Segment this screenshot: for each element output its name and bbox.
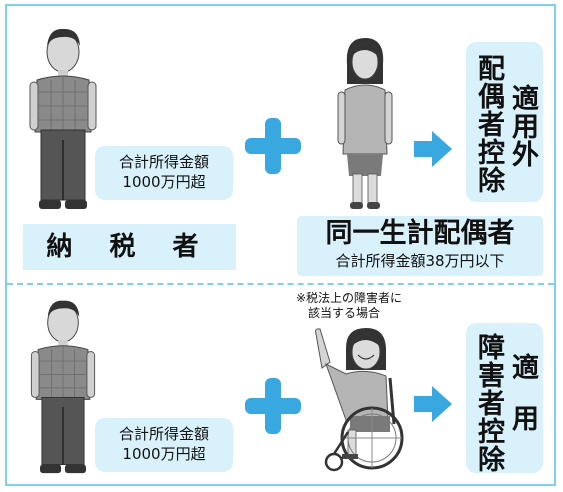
- result-top-col2: 適用外: [507, 84, 538, 168]
- wheelchair-spouse-illustration: [315, 328, 404, 472]
- spouse-label-title: 同一生計配偶者: [325, 218, 515, 249]
- spouse-label-subtitle: 合計所得金額38万円以下: [335, 252, 505, 270]
- plus-icon-bottom: [245, 378, 301, 434]
- disability-note-line1: ※税法上の障害者に: [296, 291, 403, 305]
- arrow-right-icon-top: [414, 131, 452, 167]
- taxpayer-man-illustration-bottom: [30, 300, 96, 474]
- taxpayer-man-illustration-top: [29, 28, 97, 209]
- result-bottom-col2: 適用: [507, 353, 538, 455]
- income-box-top: 合計所得金額 1000万円超: [95, 146, 233, 200]
- disability-note: ※税法上の障害者に 該当する場合: [296, 291, 436, 321]
- spouse-woman-illustration: [337, 38, 393, 209]
- result-bottom-col1: 障害者控除: [473, 333, 504, 473]
- income-amount-top: 1000万円超: [122, 173, 206, 191]
- result-box-top: 配偶者控除 適用外: [466, 42, 543, 202]
- result-box-bottom: 障害者控除 適用: [466, 323, 543, 473]
- income-label-bottom: 合計所得金額: [118, 425, 209, 443]
- section-divider: [7, 283, 554, 285]
- taxpayer-label: 納 税 者: [23, 224, 236, 270]
- spouse-label-box: 同一生計配偶者 合計所得金額38万円以下: [297, 216, 543, 276]
- income-box-bottom: 合計所得金額 1000万円超: [95, 418, 233, 472]
- disability-note-line2: 該当する場合: [308, 306, 381, 320]
- result-top-col1: 配偶者控除: [473, 54, 504, 194]
- income-amount-bottom: 1000万円超: [122, 445, 206, 463]
- income-label-top: 合計所得金額: [118, 153, 209, 171]
- arrow-right-icon-bottom: [414, 386, 452, 422]
- plus-icon-top: [245, 118, 301, 174]
